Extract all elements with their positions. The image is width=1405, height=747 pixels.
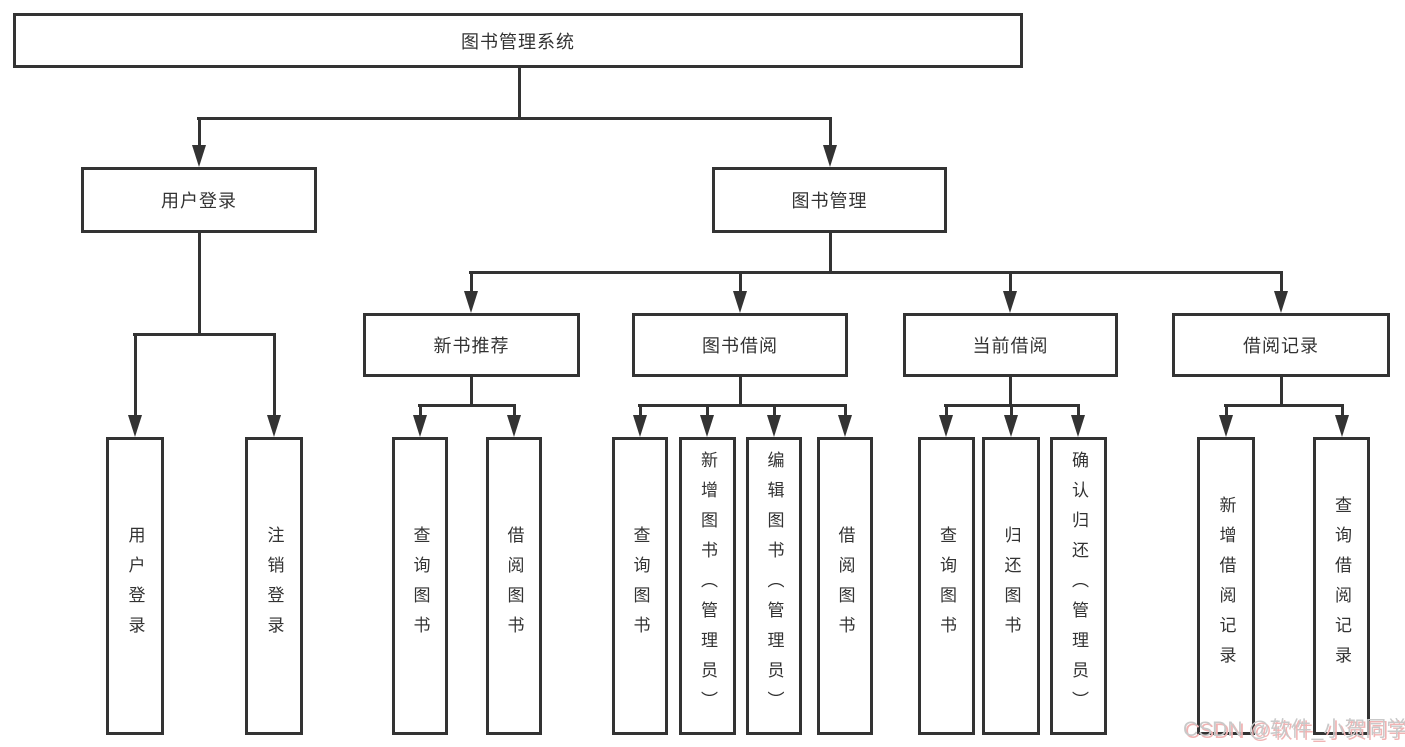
leaf-query-books-3: 查询图书: [918, 437, 975, 735]
arrowhead: [823, 145, 837, 167]
arrowhead: [733, 291, 747, 313]
leaf-logout-label: 注销登录: [264, 526, 284, 646]
node-new-book-rec: 新书推荐: [363, 313, 580, 377]
connector-borrow-records-split: [1224, 404, 1344, 407]
node-user-login: 用户登录: [81, 167, 317, 233]
connector-user-login-split: [133, 333, 275, 336]
node-borrow-records-label: 借阅记录: [1243, 336, 1319, 356]
connector-borrow-records-stem: [1280, 377, 1283, 404]
connector-arrow-stem: [198, 117, 201, 145]
connector-arrow-stem: [844, 404, 847, 415]
connector-book-borrow-stem: [739, 377, 742, 404]
leaf-query-borrow-record: 查询借阅记录: [1313, 437, 1370, 735]
node-root: 图书管理系统: [13, 13, 1023, 68]
leaf-return-books: 归还图书: [982, 437, 1040, 735]
leaf-confirm-return-admin-label: 确认归还（管理员）: [1069, 451, 1088, 721]
arrowhead: [633, 415, 647, 437]
connector-arrow-stem: [1010, 404, 1013, 415]
arrowhead: [767, 415, 781, 437]
connector-arrow-stem: [1280, 271, 1283, 291]
connector-level1-split: [197, 117, 831, 120]
leaf-edit-books-admin-label: 编辑图书（管理员）: [764, 451, 784, 721]
connector-arrow-stem: [419, 404, 422, 415]
arrowhead: [1071, 415, 1085, 437]
connector-arrow-stem: [1077, 404, 1080, 415]
connector-arrow-stem: [1225, 404, 1228, 415]
node-book-borrow-label: 图书借阅: [702, 336, 778, 356]
connector-arrow-stem: [739, 271, 742, 291]
connector-arrow-stem: [470, 271, 473, 291]
node-borrow-records: 借阅记录: [1172, 313, 1390, 377]
connector-arrow-stem: [273, 333, 276, 415]
leaf-confirm-return-admin: 确认归还（管理员）: [1050, 437, 1107, 735]
node-current-borrow-label: 当前借阅: [972, 336, 1049, 356]
arrowhead: [1003, 291, 1017, 313]
leaf-user-login: 用户登录: [106, 437, 164, 735]
connector-arrow-stem: [829, 117, 832, 145]
leaf-logout: 注销登录: [245, 437, 303, 735]
node-current-borrow: 当前借阅: [903, 313, 1118, 377]
leaf-user-login-label: 用户登录: [125, 526, 145, 646]
arrowhead: [1335, 415, 1349, 437]
arrowhead: [700, 415, 714, 437]
csdn-watermark: CSDN @软件_小贺同学: [1183, 718, 1405, 741]
connector-book-borrow-split: [638, 404, 847, 407]
node-book-borrow: 图书借阅: [632, 313, 848, 377]
arrowhead: [267, 415, 281, 437]
connector-book-mgmt-stem: [829, 233, 832, 271]
leaf-query-books-2-label: 查询图书: [630, 526, 650, 646]
arrowhead: [128, 415, 142, 437]
leaf-edit-books-admin: 编辑图书（管理员）: [746, 437, 802, 735]
connector-level2-split: [469, 271, 1282, 274]
connector-arrow-stem: [134, 333, 137, 415]
leaf-query-borrow-record-label: 查询借阅记录: [1332, 496, 1351, 676]
node-user-login-label: 用户登录: [161, 191, 237, 211]
leaf-borrow-books-1: 借阅图书: [486, 437, 542, 735]
connector-arrow-stem: [773, 404, 776, 415]
connector-arrow-stem: [945, 404, 948, 415]
connector-user-login-stem: [198, 233, 201, 333]
leaf-borrow-books-2: 借阅图书: [817, 437, 873, 735]
leaf-add-borrow-record: 新增借阅记录: [1197, 437, 1255, 735]
node-root-label: 图书管理系统: [461, 31, 575, 52]
connector-arrow-stem: [513, 404, 516, 415]
connector-new-book-split: [418, 404, 516, 407]
leaf-query-books-1: 查询图书: [392, 437, 448, 735]
leaf-query-books-1-label: 查询图书: [410, 526, 430, 646]
node-book-mgmt-label: 图书管理: [791, 191, 868, 211]
leaf-add-books-admin: 新增图书（管理员）: [679, 437, 736, 735]
connector-arrow-stem: [1341, 404, 1344, 415]
node-book-mgmt: 图书管理: [712, 167, 947, 233]
leaf-query-books-3-label: 查询图书: [937, 526, 956, 646]
arrowhead: [507, 415, 521, 437]
leaf-borrow-books-2-label: 借阅图书: [835, 526, 855, 646]
connector-arrow-stem: [1009, 271, 1012, 291]
arrowhead: [939, 415, 953, 437]
arrowhead: [192, 145, 206, 167]
connector-new-book-stem: [470, 377, 473, 404]
connector-current-borrow-stem: [1009, 377, 1012, 404]
arrowhead: [1219, 415, 1233, 437]
leaf-query-books-2: 查询图书: [612, 437, 668, 735]
leaf-return-books-label: 归还图书: [1001, 526, 1021, 646]
arrowhead: [1004, 415, 1018, 437]
arrowhead: [413, 415, 427, 437]
connector-root-stem: [518, 68, 521, 117]
connector-arrow-stem: [639, 404, 642, 415]
arrowhead: [838, 415, 852, 437]
leaf-add-books-admin-label: 新增图书（管理员）: [698, 451, 717, 721]
arrowhead: [1274, 291, 1288, 313]
arrowhead: [464, 291, 478, 313]
leaf-add-borrow-record-label: 新增借阅记录: [1216, 496, 1236, 676]
node-new-book-rec-label: 新书推荐: [433, 336, 510, 356]
leaf-borrow-books-1-label: 借阅图书: [504, 526, 524, 646]
connector-arrow-stem: [706, 404, 709, 415]
